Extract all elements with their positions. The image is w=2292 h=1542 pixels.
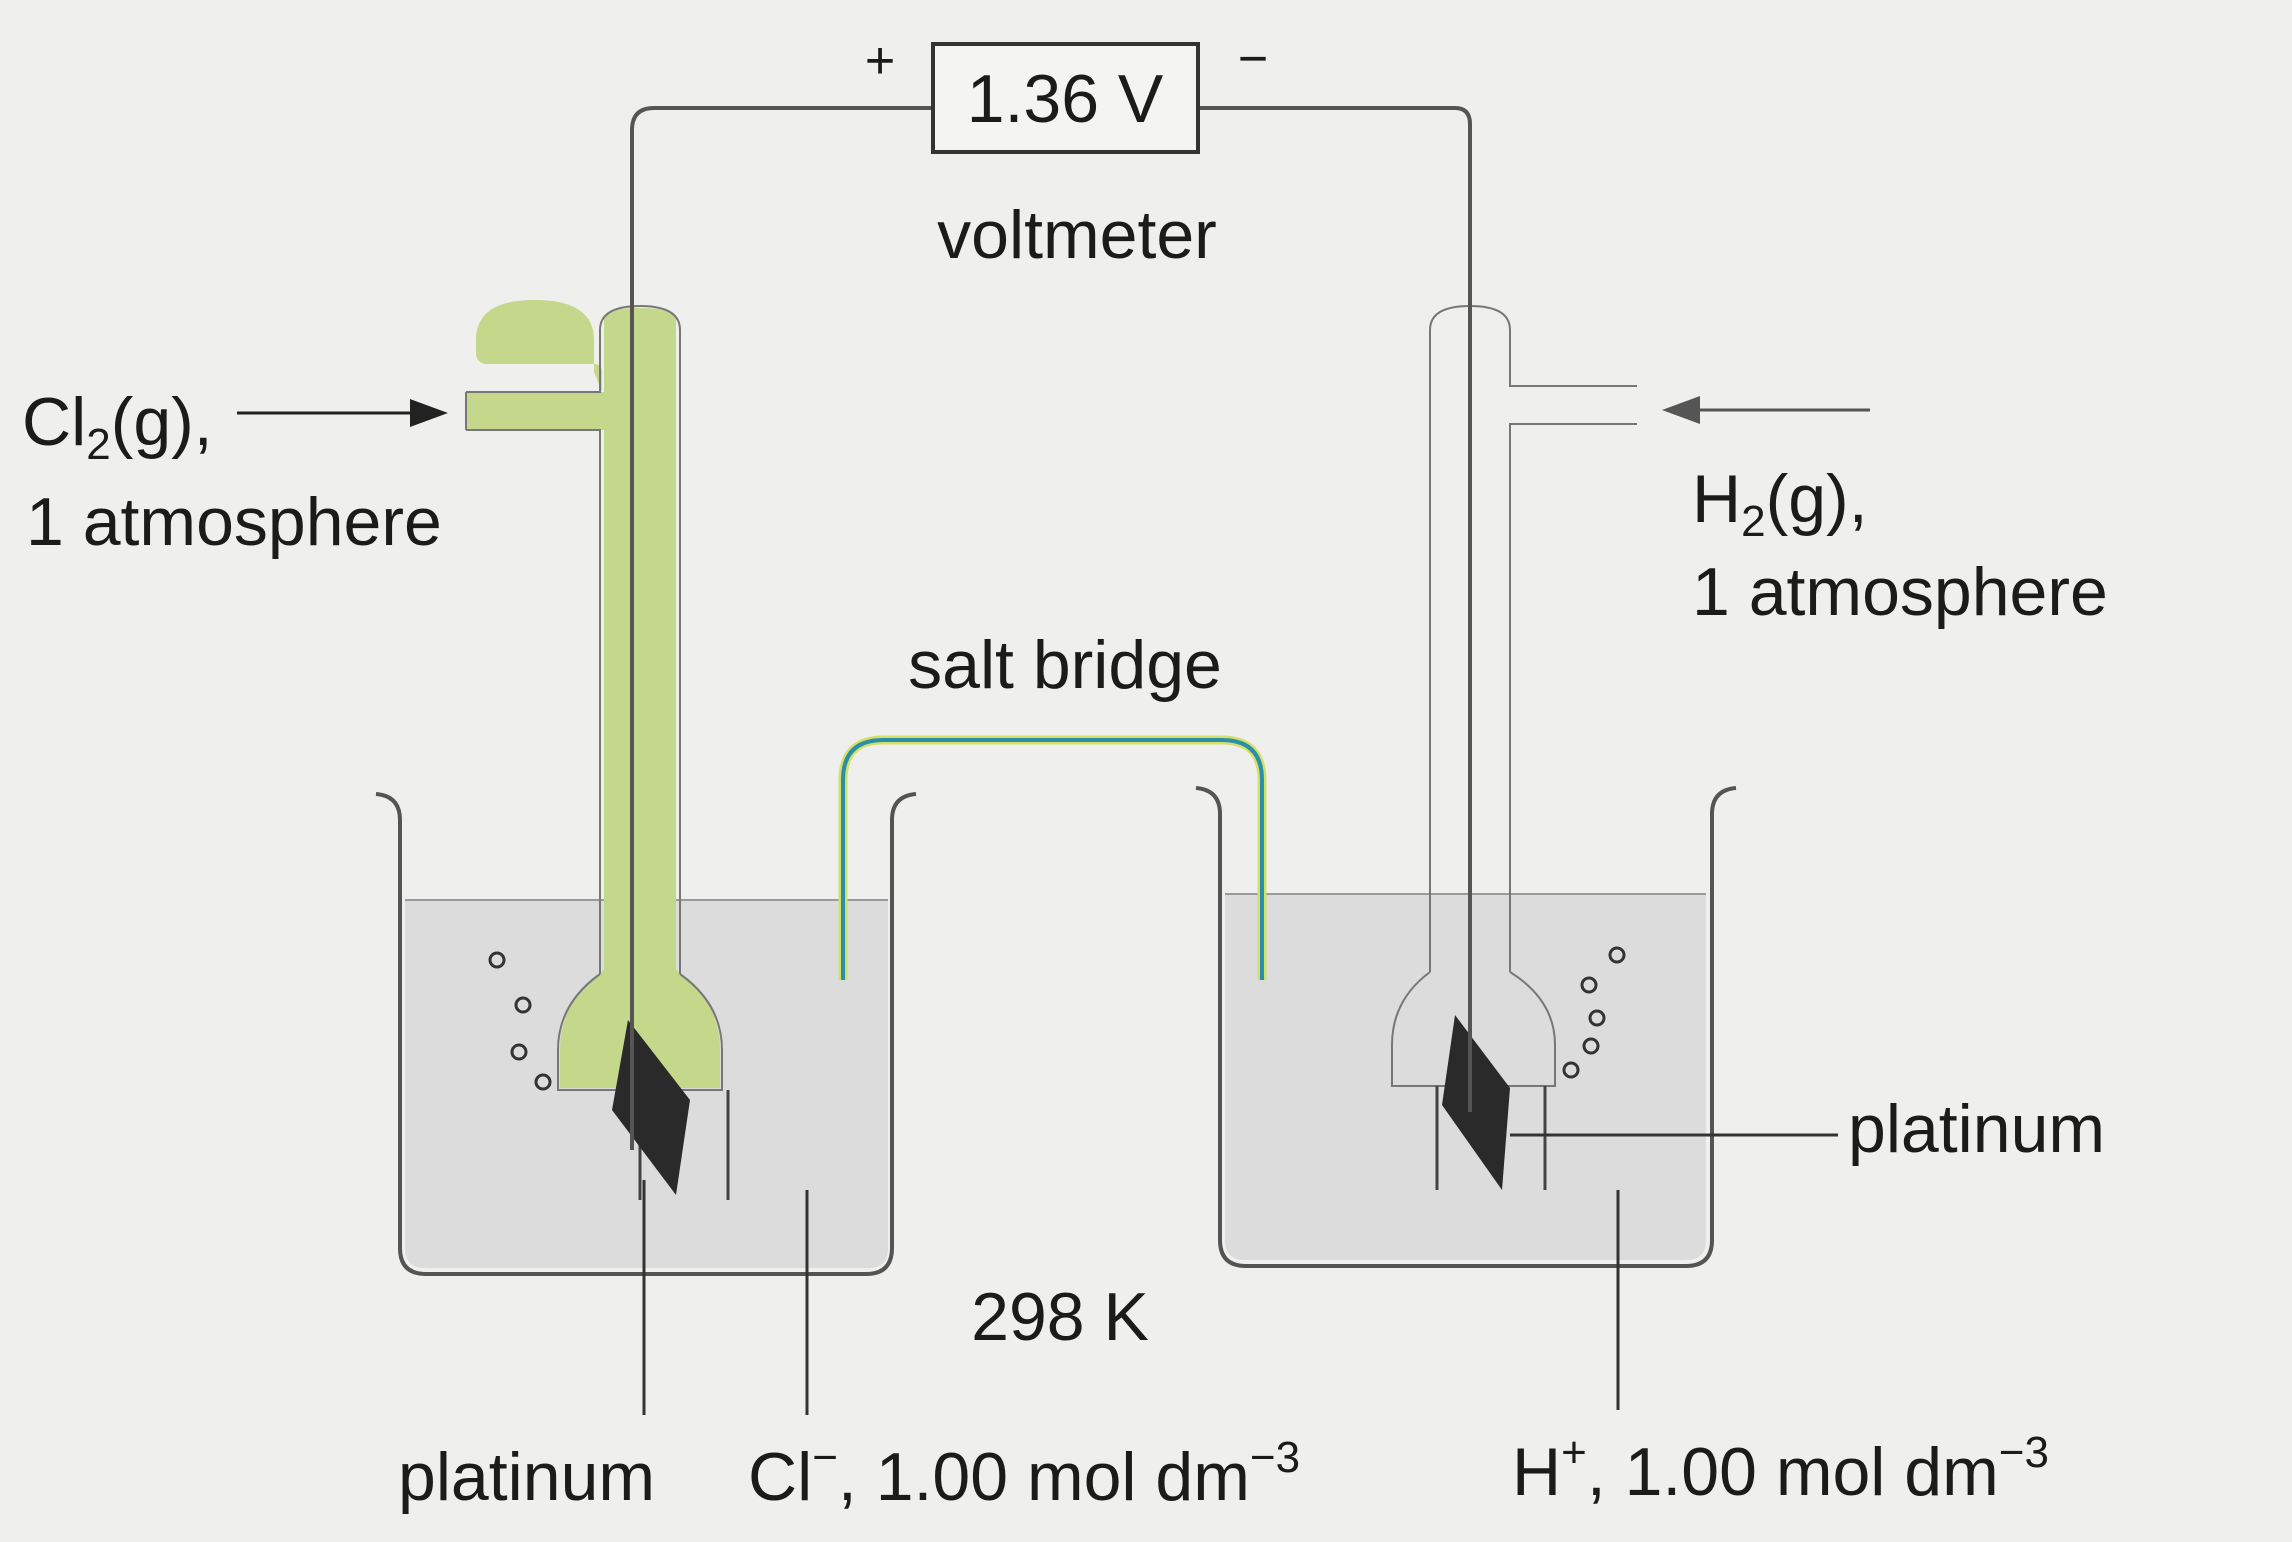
temperature-label: 298 K [971, 1279, 1149, 1355]
chlorine-inlet-arrow [237, 399, 448, 427]
chlorine-gas-label: Cl2(g), [22, 384, 213, 469]
voltmeter-reading: 1.36 V [967, 61, 1164, 137]
salt-bridge-label: salt bridge [908, 627, 1222, 703]
left-gas-bubbles [488, 951, 552, 1091]
hydrogen-inlet-arrow [1662, 396, 1870, 424]
right-gas-bubbles [1562, 946, 1626, 1079]
voltmeter-label: voltmeter [937, 197, 1217, 273]
label-leader-lines [642, 1133, 1838, 1415]
left-beaker-wall [375, 792, 917, 1276]
voltmeter-plus: + [865, 32, 895, 90]
chlorine-pressure-label: 1 atmosphere [26, 484, 442, 560]
right-beaker [1195, 786, 1737, 1268]
chloride-concentration-label: Cl−, 1.00 mol dm−3 [748, 1433, 1300, 1515]
voltmeter-minus: − [1238, 30, 1268, 88]
chlorine-gas-column [560, 308, 720, 1088]
chlorine-gas-fill [466, 300, 602, 392]
left-platinum-label: platinum [398, 1439, 655, 1515]
right-platinum-electrode [1442, 1015, 1510, 1190]
chlorine-tube [465, 300, 730, 1200]
hydrogen-ion-concentration-label: H+, 1.00 mol dm−3 [1512, 1428, 2049, 1510]
hydrogen-gas-label: H2(g), [1692, 461, 1868, 546]
circuit-wires [630, 106, 1472, 1150]
salt-bridge [838, 735, 1267, 980]
right-beaker-wall [1195, 786, 1737, 1268]
voltmeter-box [931, 42, 1200, 154]
hydrogen-pressure-label: 1 atmosphere [1692, 554, 2108, 630]
right-platinum-label: platinum [1848, 1091, 2105, 1167]
